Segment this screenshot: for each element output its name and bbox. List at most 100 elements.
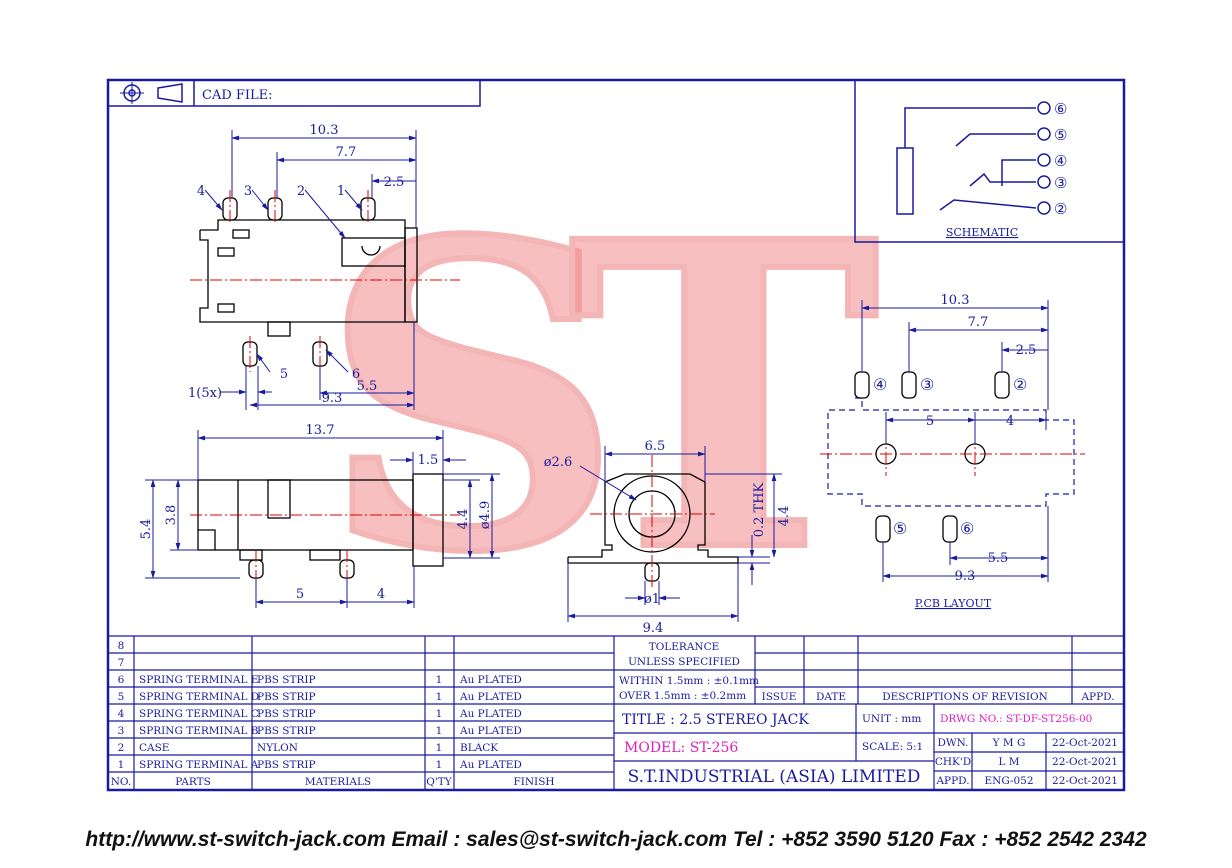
front-dim-6-5: 6.5 xyxy=(645,439,666,454)
chkd-date: 22-Oct-2021 xyxy=(1052,756,1118,768)
row-5-part: SPRING TERMINAL D xyxy=(139,691,259,703)
front-dim-0-2-thk: 0.2 THK xyxy=(752,482,767,537)
schematic xyxy=(854,79,1125,243)
top-dim-10-3: 10.3 xyxy=(310,123,339,138)
pcb-layout: 10.3 7.7 2.5 5 4 5.5 9.3 ④ ③ ② ⑤ ⑥ P.CB … xyxy=(820,293,1085,610)
cone-symbol-icon xyxy=(157,83,183,103)
header-no: NO. xyxy=(111,776,132,788)
tolerance-within: WITHIN 1.5mm : ±0.1mm xyxy=(619,675,759,687)
model-label: MODEL: ST-256 xyxy=(624,740,738,756)
row-2-finish: BLACK xyxy=(460,742,498,754)
revision-desc-header: DESCRIPTIONS OF REVISION xyxy=(882,691,1048,703)
top-label-2: 2 xyxy=(297,184,305,199)
side-view: 13.7 1.5 5.4 3.8 4.4 ø4.9 5 4 xyxy=(139,423,500,608)
row-1-material: PBS STRIP xyxy=(257,759,316,771)
top-dim-9-3: 9.3 xyxy=(322,391,343,406)
row-5-material: PBS STRIP xyxy=(257,691,316,703)
front-dim-9-4: 9.4 xyxy=(643,621,664,636)
row-2-no: 2 xyxy=(118,742,125,754)
schematic-pin-3: ③ xyxy=(1054,174,1067,192)
sheet-border xyxy=(106,78,1126,792)
row-1-finish: Au PLATED xyxy=(459,759,522,771)
schematic-pin-5: ⑤ xyxy=(1054,126,1067,144)
dwn-date: 22-Oct-2021 xyxy=(1052,737,1118,749)
company-name: S.T.INDUSTRIAL (ASIA) LIMITED xyxy=(628,767,921,787)
row-1-qty: 1 xyxy=(436,759,443,771)
row-4-no: 4 xyxy=(118,708,125,720)
top-label-5: 5 xyxy=(280,367,288,382)
row-6-part: SPRING TERMINAL E xyxy=(139,674,258,686)
pcb-dim-7-7: 7.7 xyxy=(968,315,989,330)
side-dim-4-9: ø4.9 xyxy=(478,501,493,530)
header-materials: MATERIALS xyxy=(305,776,371,788)
drawing-title: TITLE : 2.5 STEREO JACK xyxy=(622,712,809,728)
watermark-text: ST xyxy=(320,152,880,645)
top-label-1: 1 xyxy=(337,184,345,199)
header-qty: Q'TY xyxy=(426,776,452,788)
pcb-pin-5: ⑤ xyxy=(893,519,907,538)
cad-file-header: CAD FILE: xyxy=(107,79,481,107)
unless-label: UNLESS SPECIFIED xyxy=(628,656,740,668)
row-6-no: 6 xyxy=(118,674,125,686)
row-3-qty: 1 xyxy=(436,725,443,737)
header-parts: PARTS xyxy=(175,776,211,788)
front-view: 6.5 ø2.6 ø1 9.4 0.2 THK 4.4 xyxy=(544,439,792,636)
top-label-3: 3 xyxy=(244,184,252,199)
row-5-finish: Au PLATED xyxy=(459,691,522,703)
front-dim-4-4: 4.4 xyxy=(777,506,792,527)
watermark: ST xyxy=(317,149,883,648)
side-dim-4-4: 4.4 xyxy=(456,509,471,530)
side-dim-1-5: 1.5 xyxy=(418,453,439,468)
row-4-qty: 1 xyxy=(436,708,443,720)
pcb-dim-2-5: 2.5 xyxy=(1016,343,1037,358)
appd-label: APPD. xyxy=(935,775,969,787)
revision-appd-header: APPD. xyxy=(1080,691,1114,703)
row-5-qty: 1 xyxy=(436,691,443,703)
chkd-label: CHK'D xyxy=(935,756,971,768)
row-4-finish: Au PLATED xyxy=(459,708,522,720)
drawing-number: DRWG NO.: ST-DF-ST256-00 xyxy=(940,713,1092,725)
header-finish: FINISH xyxy=(513,776,554,788)
appd-name: ENG-052 xyxy=(984,775,1033,787)
row-5-no: 5 xyxy=(118,691,125,703)
row-2-qty: 1 xyxy=(436,742,443,754)
row-7-no: 7 xyxy=(118,657,125,669)
row-3-part: SPRING TERMINAL B xyxy=(139,725,259,737)
pcb-dim-10-3: 10.3 xyxy=(941,293,970,308)
side-dim-13-7: 13.7 xyxy=(306,423,335,438)
top-dim-5-5: 5.5 xyxy=(357,379,378,394)
dwn-label: DWN. xyxy=(937,737,968,749)
cad-file-label: CAD FILE: xyxy=(202,88,273,103)
issue-header: ISSUE xyxy=(762,691,797,703)
schematic-label: SCHEMATIC xyxy=(946,226,1018,239)
row-3-finish: Au PLATED xyxy=(459,725,522,737)
pcb-pin-2: ② xyxy=(1013,375,1027,394)
row-8-no: 8 xyxy=(118,640,125,652)
footer-contact: http://www.st-switch-jack.com Email : sa… xyxy=(85,828,1147,851)
appd-date: 22-Oct-2021 xyxy=(1052,775,1118,787)
top-label-6: 6 xyxy=(352,367,360,382)
schematic-pin-6: ⑥ xyxy=(1054,100,1067,118)
pcb-dim-4: 4 xyxy=(1006,414,1014,429)
top-label-4: 4 xyxy=(197,184,205,199)
pcb-dim-5: 5 xyxy=(926,414,934,429)
date-header: DATE xyxy=(816,691,846,703)
front-dim-2-6: ø2.6 xyxy=(544,455,573,470)
top-dim-2-5: 2.5 xyxy=(384,175,405,190)
pcb-pin-6: ⑥ xyxy=(960,519,974,538)
row-4-material: PBS STRIP xyxy=(257,708,316,720)
unit-label: UNIT : mm xyxy=(862,713,921,725)
schematic-pin-4: ④ xyxy=(1054,152,1067,170)
top-view: 10.3 7.7 2.5 4 3 2 1 5 6 1(5x) 5.5 9.3 xyxy=(188,123,460,410)
row-3-no: 3 xyxy=(118,725,125,737)
tolerance-over: OVER 1.5mm : ±0.2mm xyxy=(619,690,746,702)
row-3-material: PBS STRIP xyxy=(257,725,316,737)
row-4-part: SPRING TERMINAL C xyxy=(139,708,259,720)
pcb-label: P.CB LAYOUT xyxy=(915,597,992,610)
pcb-pin-3: ③ xyxy=(920,375,934,394)
side-dim-4: 4 xyxy=(377,587,385,602)
scale-label: SCALE: 5:1 xyxy=(862,741,923,753)
schematic-pin-2: ② xyxy=(1054,200,1067,218)
front-dim-1: ø1 xyxy=(644,592,660,607)
